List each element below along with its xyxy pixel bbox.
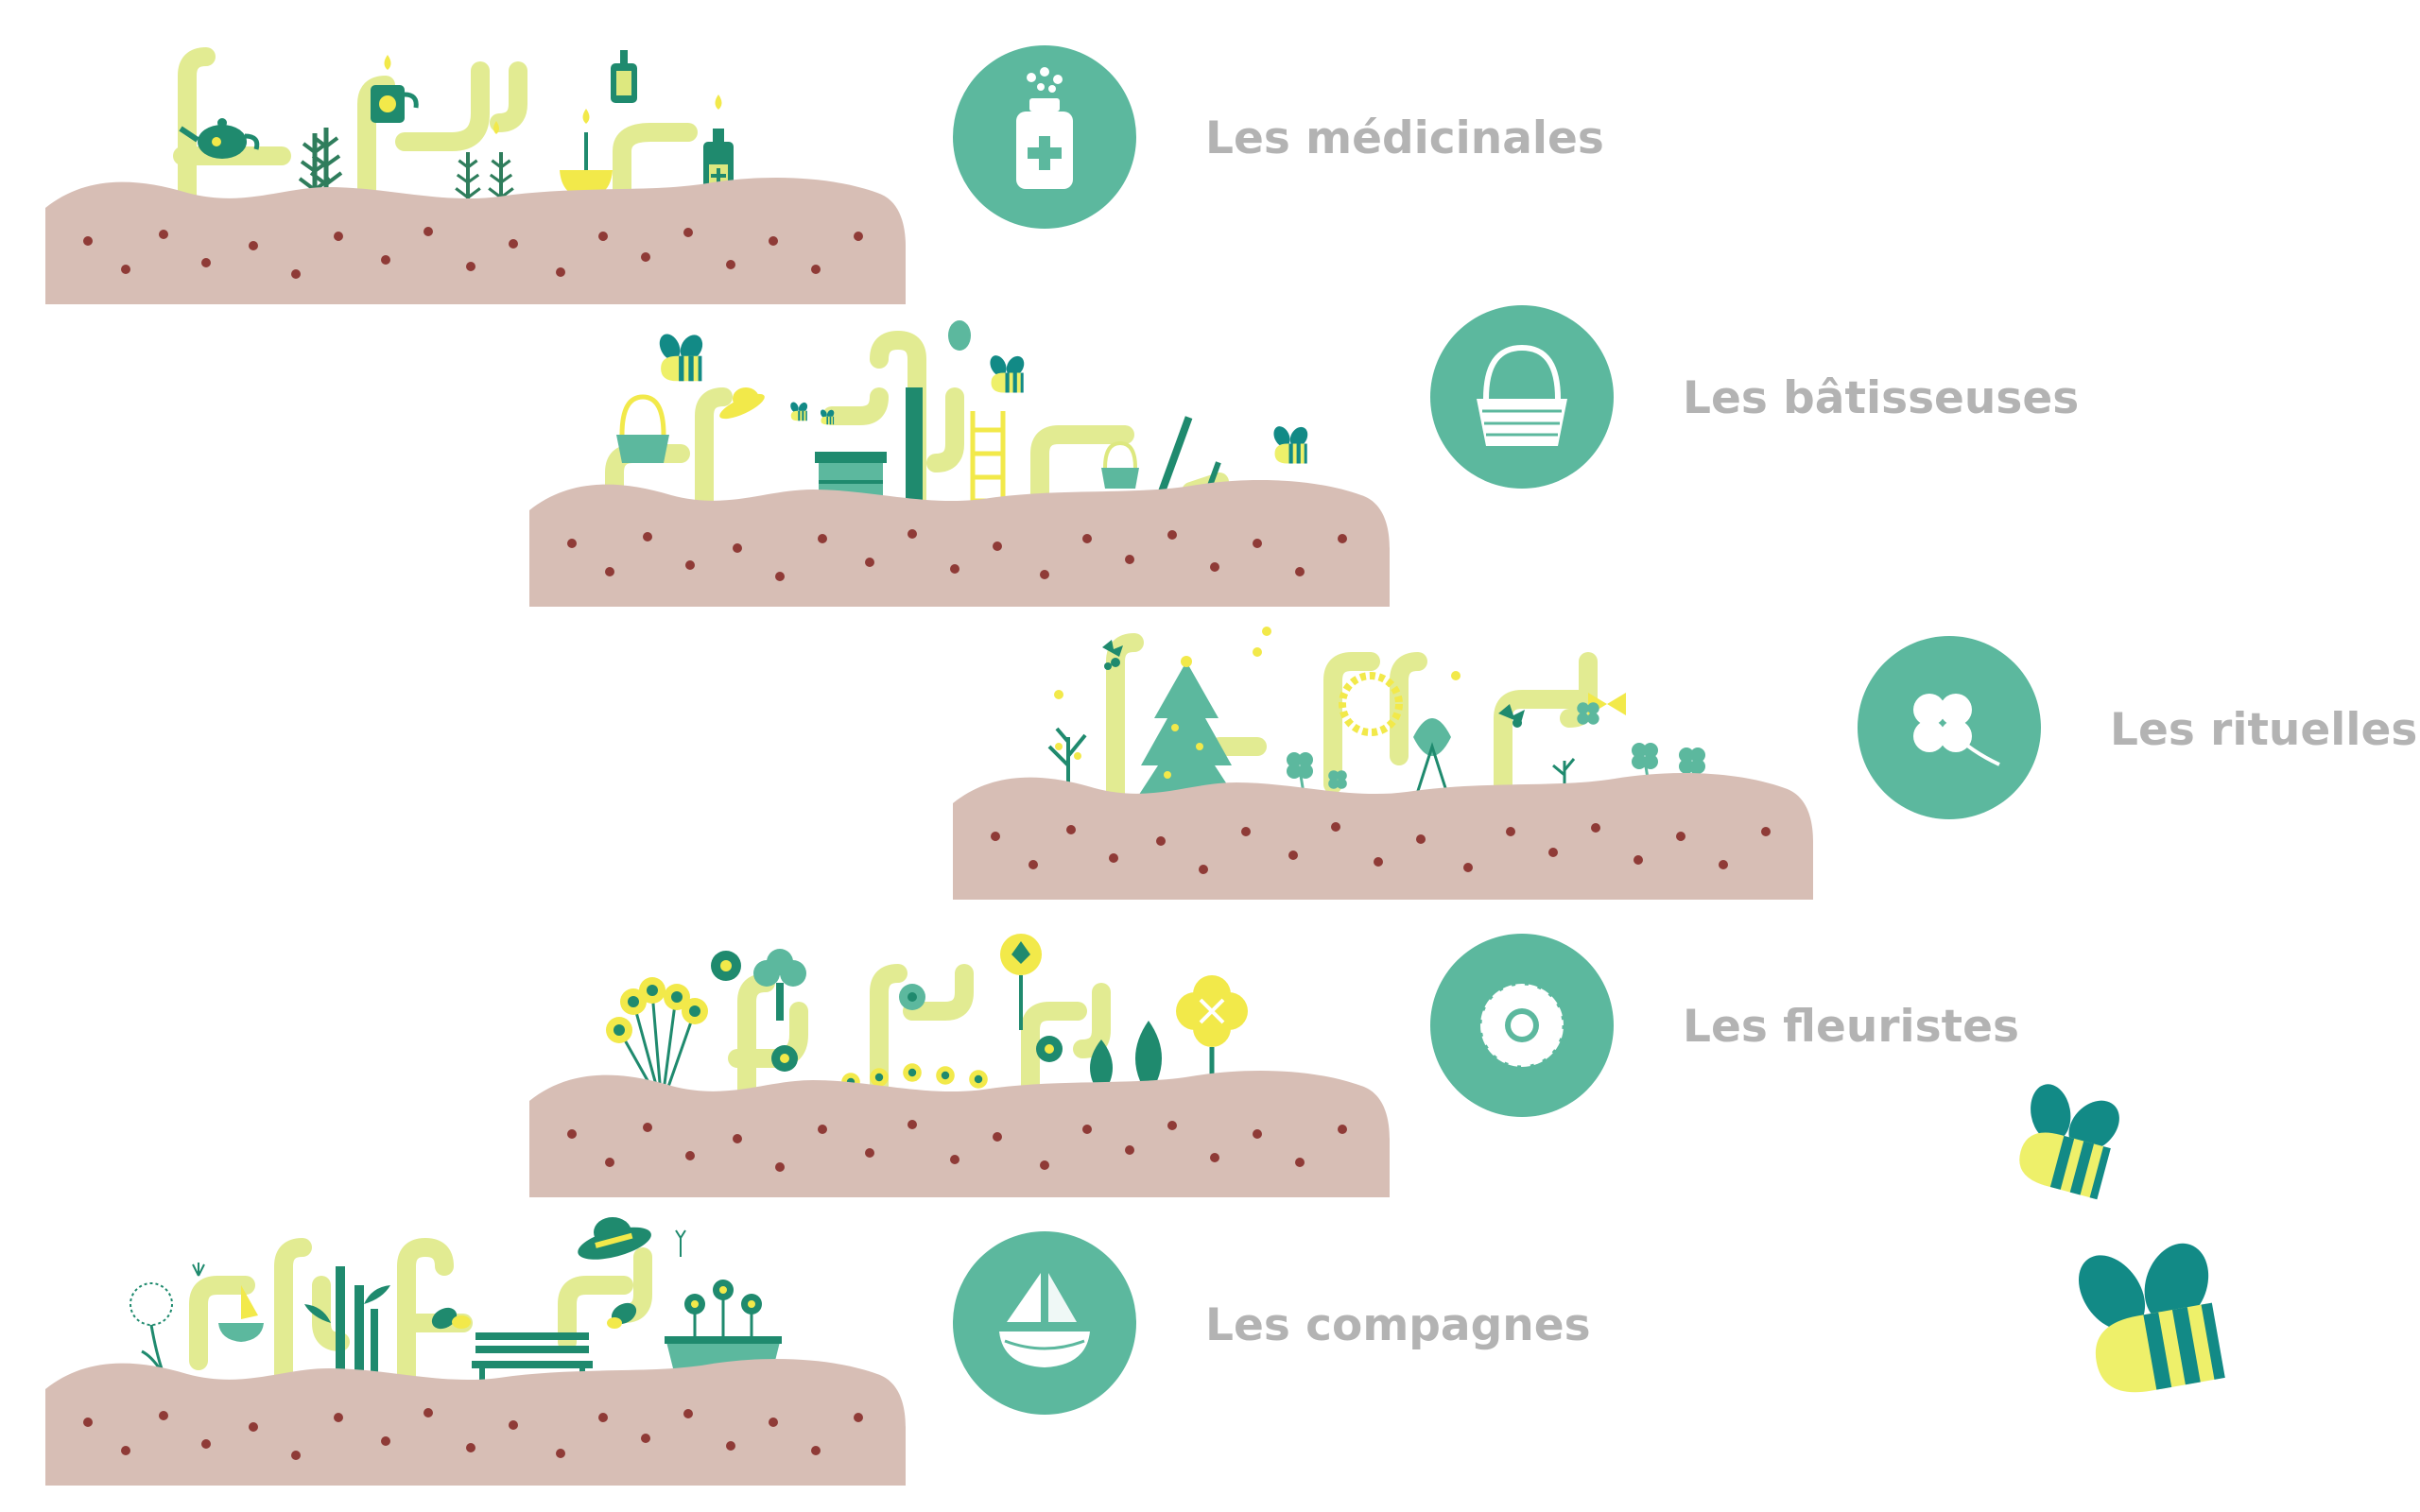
garden-strip-batisseuses [529,320,1390,607]
category-label-batisseuses[interactable]: Les bâtisseuses [1683,372,2079,424]
garden-strip-compagnes [45,1217,906,1486]
garden-strip-rituelles [953,627,1813,900]
category-batisseuses-button[interactable] [1430,305,1614,489]
daisy-icon [1478,982,1565,1069]
category-medicinales-button[interactable] [953,45,1136,229]
four-leaf-clover-icon [1913,694,2000,766]
category-label-medicinales[interactable]: Les médicinales [1205,112,1604,164]
garden-strip-fleuristes [529,934,1390,1197]
garden-strip-medicinales [45,47,906,304]
category-rituelles-button[interactable] [1858,636,2041,819]
category-compagnes-button[interactable] [953,1231,1136,1415]
basket-icon [1477,344,1567,446]
sailboat-icon [999,1273,1090,1367]
category-label-rituelles[interactable]: Les rituelles [2110,704,2417,756]
bee-icon [2061,1224,2240,1402]
category-label-fleuristes[interactable]: Les fleuristes [1683,1001,2019,1053]
category-label-compagnes[interactable]: Les compagnes [1205,1299,1591,1351]
bee-icon [2002,1072,2135,1203]
category-fleuristes-button[interactable] [1430,934,1614,1117]
medicine-bottle-icon [1016,67,1073,189]
